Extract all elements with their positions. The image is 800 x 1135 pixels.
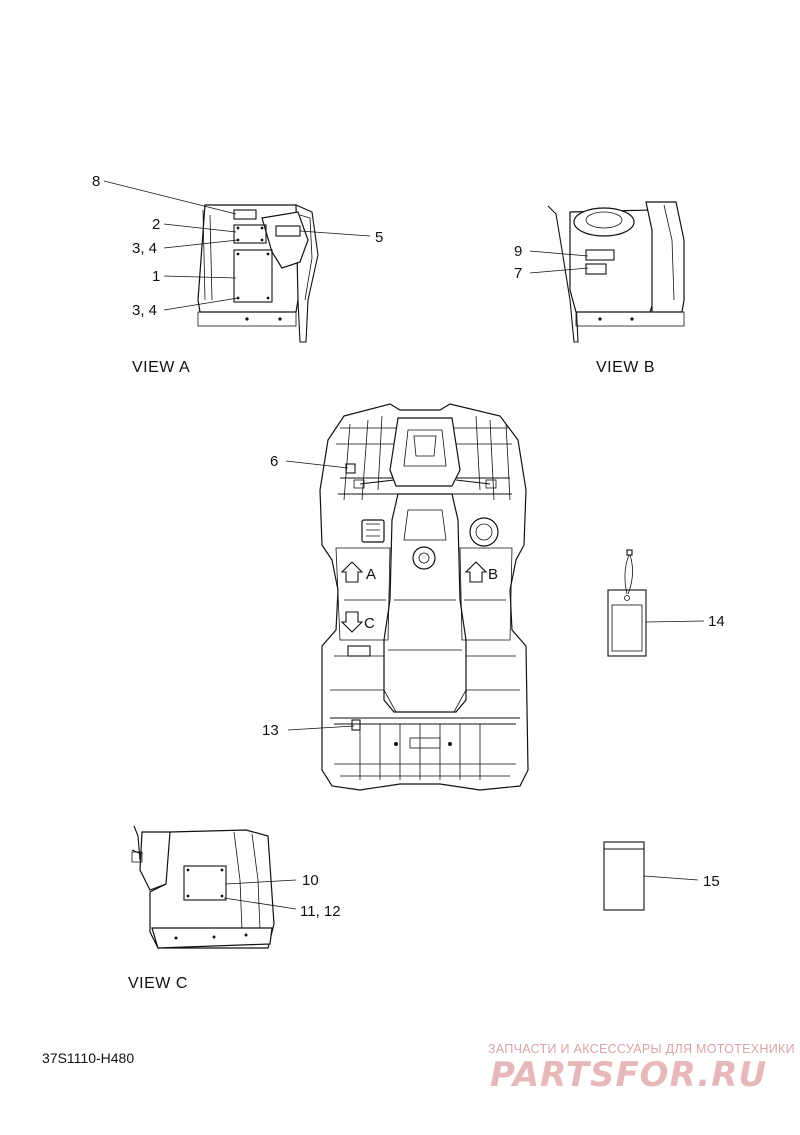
callout-15: 15 <box>703 873 720 890</box>
callout-3-4-upper: 3, 4 <box>132 240 157 257</box>
callout-5: 5 <box>375 229 383 246</box>
view-a-label: VIEW A <box>132 359 190 376</box>
callout-2: 2 <box>152 216 160 233</box>
callout-1: 1 <box>152 268 160 285</box>
view-c-label: VIEW C <box>128 975 188 992</box>
watermark-logo: PARTSFOR.RU <box>490 1055 767 1095</box>
atv-top-view <box>285 403 529 791</box>
callout-14: 14 <box>708 613 725 630</box>
manual-part <box>603 841 699 911</box>
view-b-drawing <box>529 201 685 343</box>
view-b-label: VIEW B <box>596 359 655 376</box>
arrow-a-label: A <box>366 566 376 583</box>
diagram-code: 37S1110-H480 <box>42 1050 134 1066</box>
watermark-tagline: ЗАПЧАСТИ И АКСЕССУАРЫ ДЛЯ МОТОТЕХНИКИ <box>488 1042 795 1056</box>
callout-13: 13 <box>262 722 279 739</box>
callout-3-4-lower: 3, 4 <box>132 302 157 319</box>
callout-11-12: 11, 12 <box>300 903 341 920</box>
arrow-c-label: C <box>364 615 375 632</box>
arrow-b-label: B <box>488 566 498 583</box>
view-c-drawing <box>131 825 297 949</box>
callout-7: 7 <box>514 265 522 282</box>
callout-8: 8 <box>92 173 100 190</box>
hang-tag-part <box>607 549 705 657</box>
callout-10: 10 <box>302 872 319 889</box>
callout-6: 6 <box>270 453 278 470</box>
callout-9: 9 <box>514 243 522 260</box>
view-a-drawing <box>103 180 371 343</box>
